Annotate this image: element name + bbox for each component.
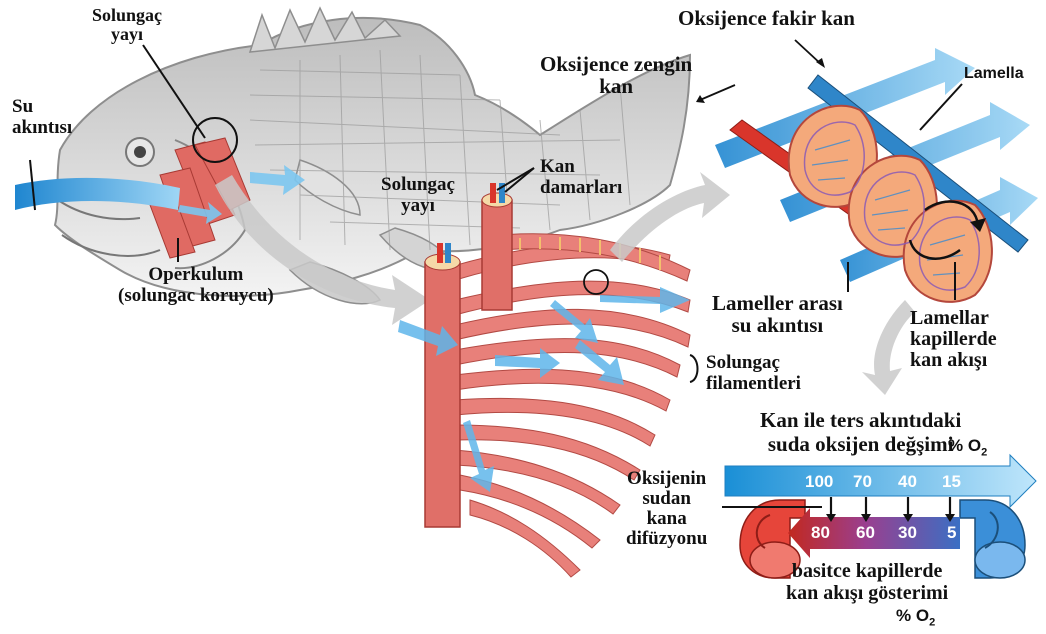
water-o2-value: 100 (805, 472, 833, 492)
water-o2-value: 15 (942, 472, 961, 492)
blood-o2-value: 60 (856, 523, 875, 543)
water-flow-band (725, 455, 1036, 507)
label-operculum: Operkulum(solungac koruycu) (118, 264, 274, 306)
label-lamella: Lamella (964, 65, 1024, 83)
label-percent-o2-bottom: % O2 (896, 606, 935, 628)
blood-o2-value: 30 (898, 523, 917, 543)
blood-o2-value: 5 (947, 523, 956, 543)
water-o2-value: 40 (898, 472, 917, 492)
blood-o2-value: 80 (811, 523, 830, 543)
label-oxygen-poor-blood: Oksijence fakir kan (678, 6, 855, 31)
zoom-arrow-3 (862, 300, 915, 395)
water-o2-value: 70 (853, 472, 872, 492)
label-percent-o2-top: % O2 (948, 436, 987, 458)
